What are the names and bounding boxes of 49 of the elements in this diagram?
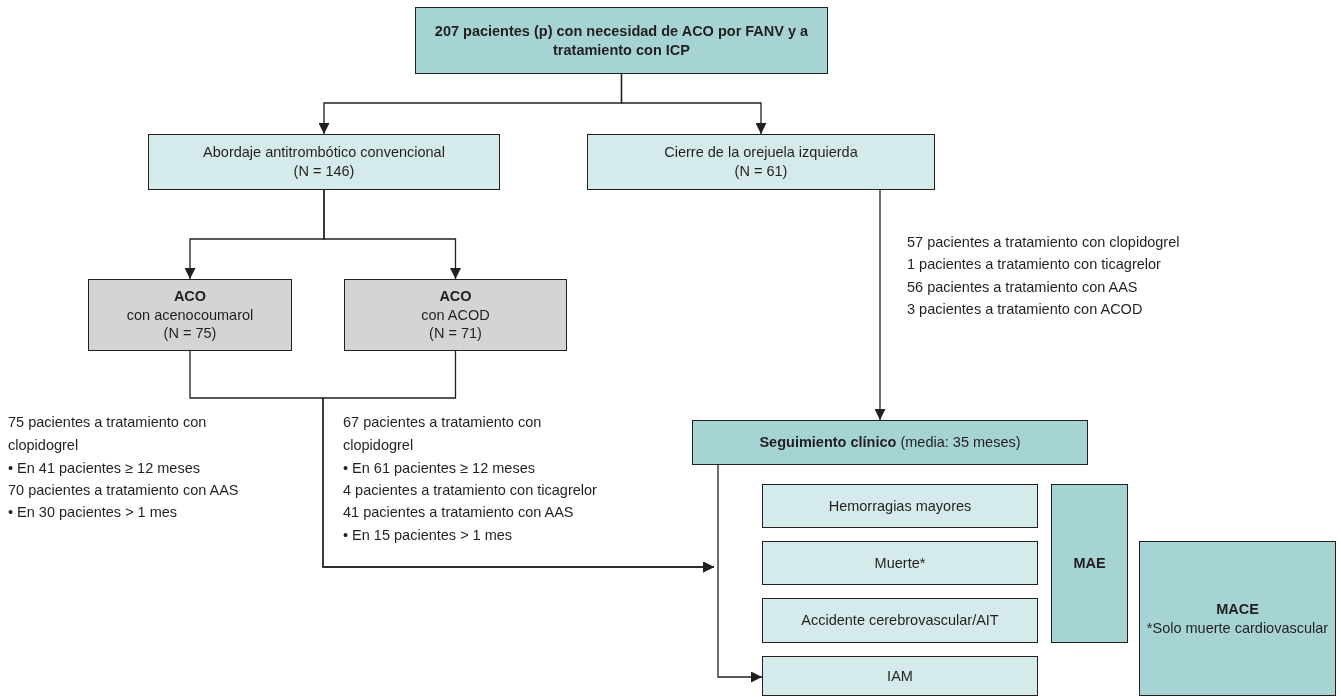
node-text: (N = 61) <box>734 162 788 181</box>
node-text: Abordaje antitrombótico convencional <box>203 143 445 162</box>
note-text: 70 pacientes a tratamiento con AAS <box>8 481 239 500</box>
outcome-box <box>762 541 1038 585</box>
arrow <box>874 189 886 421</box>
node-text: Seguimiento clínico (media: 35 meses) <box>759 433 1021 452</box>
note-text: • En 30 pacientes > 1 mes <box>8 503 178 522</box>
note-text: • En 15 pacientes > 1 mes <box>343 526 513 545</box>
note-text: 4 pacientes a tratamiento con ticagrelor <box>343 481 597 500</box>
node-text: (N = 146) <box>293 162 355 181</box>
note-text: • En 61 pacientes ≥ 12 meses <box>343 459 535 478</box>
process-box <box>148 134 500 190</box>
node-text: Accidente cerebrovascular/AIT <box>801 611 999 630</box>
note-text: 75 pacientes a tratamiento con clopidogrel <box>8 413 208 455</box>
node-text: con acenocoumarol <box>126 305 254 325</box>
outcome-box <box>762 598 1038 643</box>
heading: 207 pacientes (p) con necesidad de ACO por FANV y a tratamiento con ICP <box>433 21 810 60</box>
outcome-box <box>762 656 1038 696</box>
arrow <box>620 73 767 135</box>
node-text: con ACOD <box>421 305 490 325</box>
node-text: (N = 71) <box>429 324 482 344</box>
group-box <box>1051 484 1128 643</box>
heading: MACE <box>1216 599 1259 619</box>
note-text: • En 41 pacientes ≥ 12 meses <box>8 459 200 478</box>
heading: ACO <box>173 286 207 306</box>
process-box <box>587 134 935 190</box>
node-text: Cierre de la orejuela izquierda <box>664 143 858 162</box>
arrow <box>323 189 461 280</box>
process-box <box>692 420 1088 465</box>
note-text: 3 pacientes a tratamiento con ACOD <box>907 300 1143 319</box>
node-text: Muerte* <box>874 553 926 573</box>
arrow <box>717 464 763 683</box>
note-text: 1 pacientes a tratamiento con ticagrelor <box>907 255 1161 274</box>
process-box <box>344 279 567 351</box>
node-text: Hemorragias mayores <box>828 496 972 516</box>
node-text: IAM <box>887 666 913 686</box>
note-text: 67 pacientes a tratamiento con clopidogrel <box>343 413 543 455</box>
heading: MAE <box>1073 554 1106 573</box>
group-box <box>1139 541 1336 696</box>
node-text: *Solo muerte cardiovascular <box>1146 618 1329 638</box>
process-box <box>88 279 292 351</box>
note-text: 56 pacientes a tratamiento con AAS <box>907 278 1138 297</box>
note-text: 57 pacientes a tratamiento con clopidogrel <box>907 233 1180 252</box>
arrow <box>322 350 715 573</box>
process-box <box>415 7 828 74</box>
note-text: 41 pacientes a tratamiento con AAS <box>343 503 574 522</box>
outcome-box <box>762 484 1038 528</box>
heading: ACO <box>439 286 472 306</box>
node-text: (N = 75) <box>163 324 217 344</box>
